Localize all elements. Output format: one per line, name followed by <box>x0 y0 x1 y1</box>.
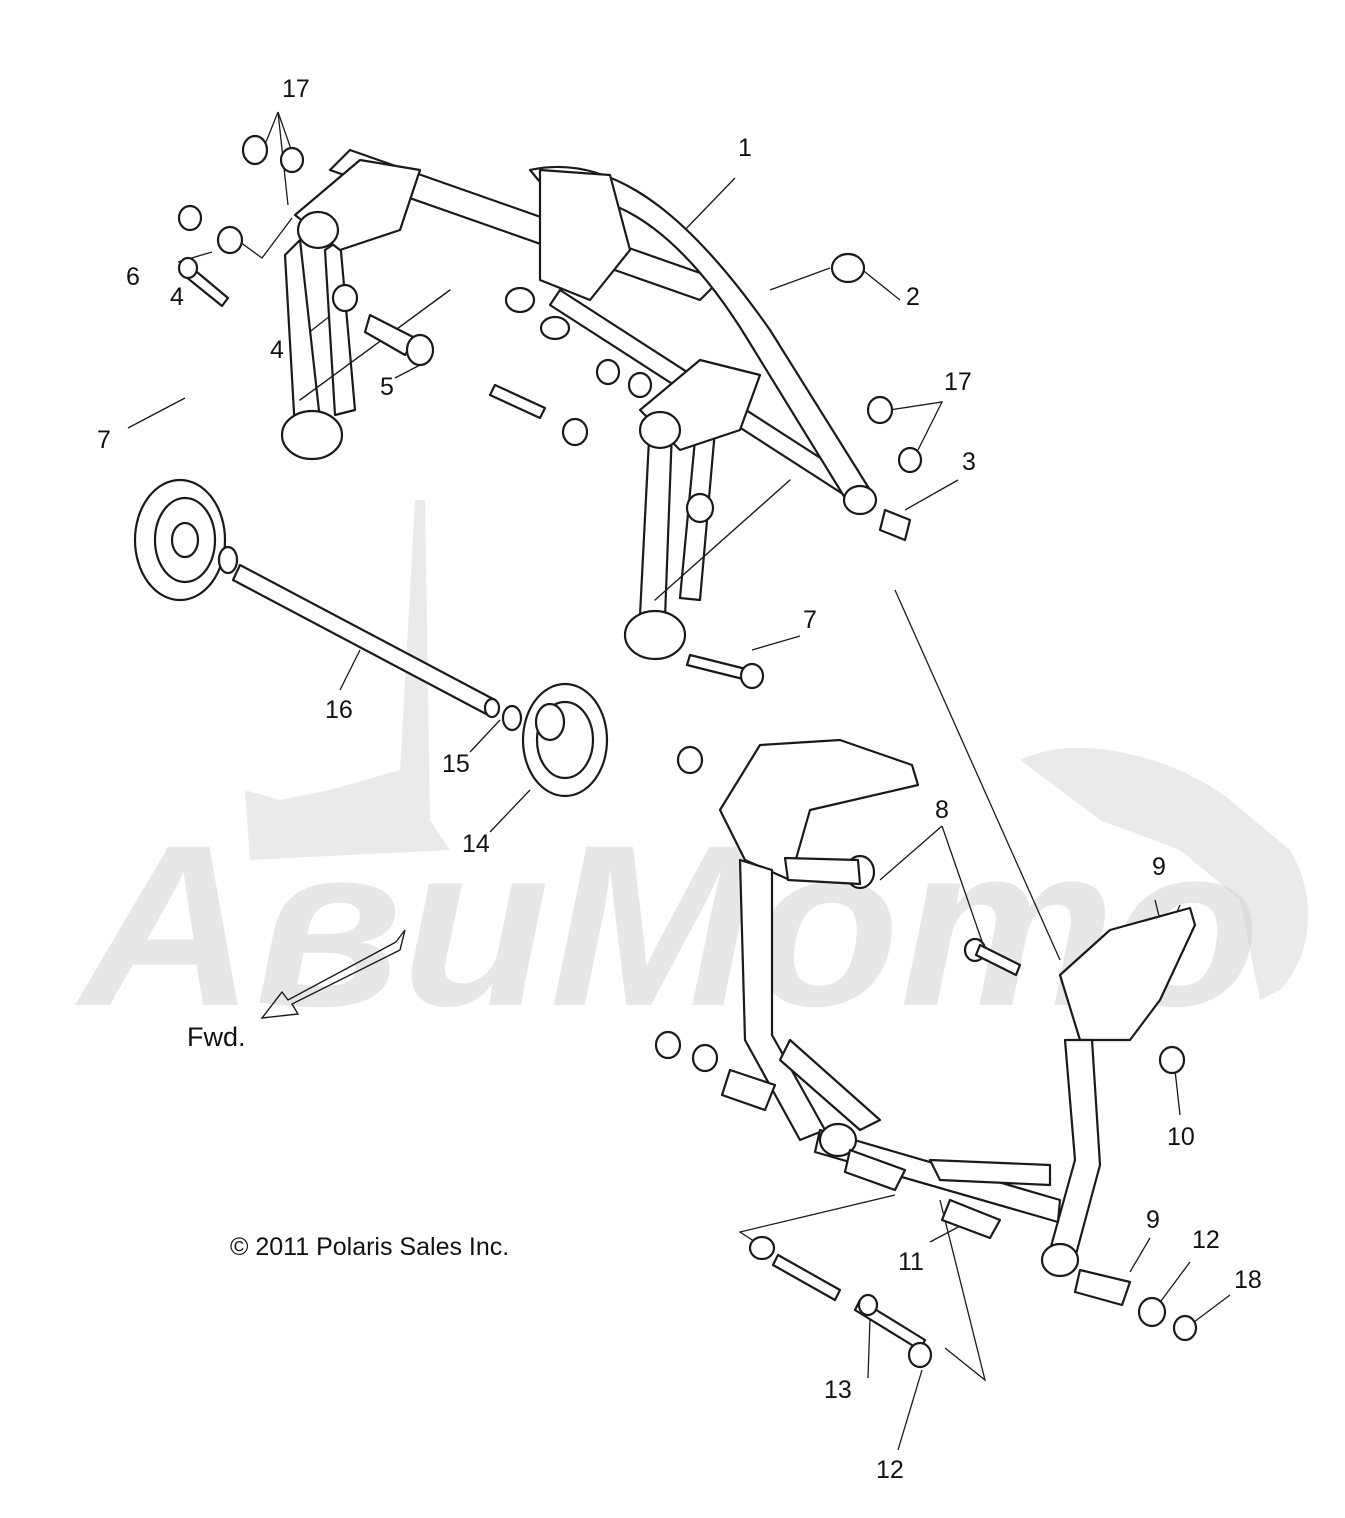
callout-12: 12 <box>876 1456 904 1484</box>
spacer-upper <box>539 315 571 341</box>
callout-7: 7 <box>803 606 817 634</box>
spacer-3 <box>878 508 912 542</box>
forward-direction-label: Fwd. <box>187 1022 246 1052</box>
callout-13: 13 <box>824 1376 852 1404</box>
callouts: 1 2 3 4 4 5 6 7 7 8 9 9 10 11 12 12 13 1… <box>97 75 1262 1484</box>
washer-lower-left <box>748 1235 776 1261</box>
washer-12-b <box>907 1341 933 1369</box>
watermark-motorcycle <box>1020 747 1309 1000</box>
upper-rear-arm-assembly <box>280 148 878 661</box>
bushing-17-a <box>241 134 269 166</box>
callout-11: 11 <box>898 1248 924 1276</box>
shaft-8 <box>783 856 862 886</box>
spacer-left <box>720 1068 777 1112</box>
copyright-notice: © 2011 Polaris Sales Inc. <box>230 1233 510 1261</box>
callout-16: 16 <box>325 696 353 724</box>
callout-14: 14 <box>462 830 490 858</box>
pivot-bushing-left <box>296 210 340 250</box>
watermark-text: АвиМото <box>75 797 1260 1054</box>
nut-10 <box>1158 1045 1186 1075</box>
callout-15: 15 <box>442 750 470 778</box>
callout-4: 4 <box>170 283 184 311</box>
idler-wheel-14-boss <box>534 702 566 742</box>
nut-18 <box>1172 1314 1198 1342</box>
bushing-17-d <box>897 446 923 474</box>
washer-15 <box>501 704 523 732</box>
axle-16 <box>231 563 497 717</box>
nut-mid <box>685 492 715 524</box>
washer-left <box>217 545 239 575</box>
front-arm-right-tube <box>1048 1038 1102 1260</box>
callout-7: 7 <box>97 426 111 454</box>
callout-3: 3 <box>962 448 976 476</box>
bushing-mid-b <box>595 358 621 386</box>
callout-2: 2 <box>906 283 920 311</box>
idler-wheel-left-bore <box>170 521 200 559</box>
spacer-center <box>843 1148 907 1192</box>
bushing-17-b <box>279 146 305 174</box>
callout-5: 5 <box>380 373 394 401</box>
rear-arm-left-leg <box>283 238 357 432</box>
nut-left <box>654 1030 682 1060</box>
callout-1: 1 <box>738 134 752 162</box>
bolt-8 <box>974 943 1022 977</box>
bushing-4-b <box>331 283 359 313</box>
nut-upper-front <box>676 745 704 775</box>
bolt-13-head <box>857 1293 879 1317</box>
callout-12: 12 <box>1192 1226 1220 1254</box>
callout-9: 9 <box>1152 853 1166 881</box>
watermark: АвиМото <box>75 500 1309 1054</box>
shaft-5-head <box>405 333 435 367</box>
spacer-9 <box>1073 1268 1132 1307</box>
callout-10: 10 <box>1167 1123 1195 1151</box>
bolt-7-b-head <box>739 662 765 690</box>
pivot-bushing-end <box>842 484 878 516</box>
forward-arrow-icon <box>260 929 406 1019</box>
upper-hardware <box>177 134 923 690</box>
callout-17: 17 <box>282 75 310 103</box>
callout-18: 18 <box>1234 1266 1262 1294</box>
front-arm-brace <box>778 1038 1052 1187</box>
callout-4: 4 <box>270 336 284 364</box>
callout-8: 8 <box>935 796 949 824</box>
callout-6: 6 <box>126 263 140 291</box>
bushing-4-a <box>216 225 244 255</box>
callout-17: 17 <box>944 368 972 396</box>
bolt-upper-mid <box>488 383 547 420</box>
rear-arm-center-bracket <box>538 168 632 302</box>
bushing-mid-a <box>561 417 589 447</box>
bolt-7-a-head <box>177 256 199 280</box>
pivot-bushing-mid <box>504 286 536 314</box>
shaft-5 <box>363 313 417 357</box>
bushing-mid-c <box>627 371 653 399</box>
axle-end <box>483 697 501 719</box>
nut-6 <box>177 204 203 232</box>
washer-12-a <box>1137 1296 1167 1328</box>
spacer-11 <box>940 1198 1002 1240</box>
washer-left-lower <box>691 1043 719 1073</box>
bushing-17-c <box>866 395 894 425</box>
front-arm-pivot-right <box>1040 1242 1080 1278</box>
callout-9: 9 <box>1146 1206 1160 1234</box>
forward-arrow <box>260 929 406 1019</box>
lower-hardware <box>654 745 1198 1369</box>
pivot-bushing-right <box>638 410 682 450</box>
cap-2 <box>830 252 866 284</box>
front-arm-assembly <box>718 738 1197 1278</box>
bolt-lower <box>771 1253 842 1302</box>
front-arm-pivot-left <box>818 1122 858 1158</box>
watermark-spire <box>245 500 450 860</box>
rear-arm-left-foot <box>280 409 344 461</box>
idler-wheel-assembly <box>133 478 609 798</box>
rear-arm-right-foot <box>623 609 687 661</box>
